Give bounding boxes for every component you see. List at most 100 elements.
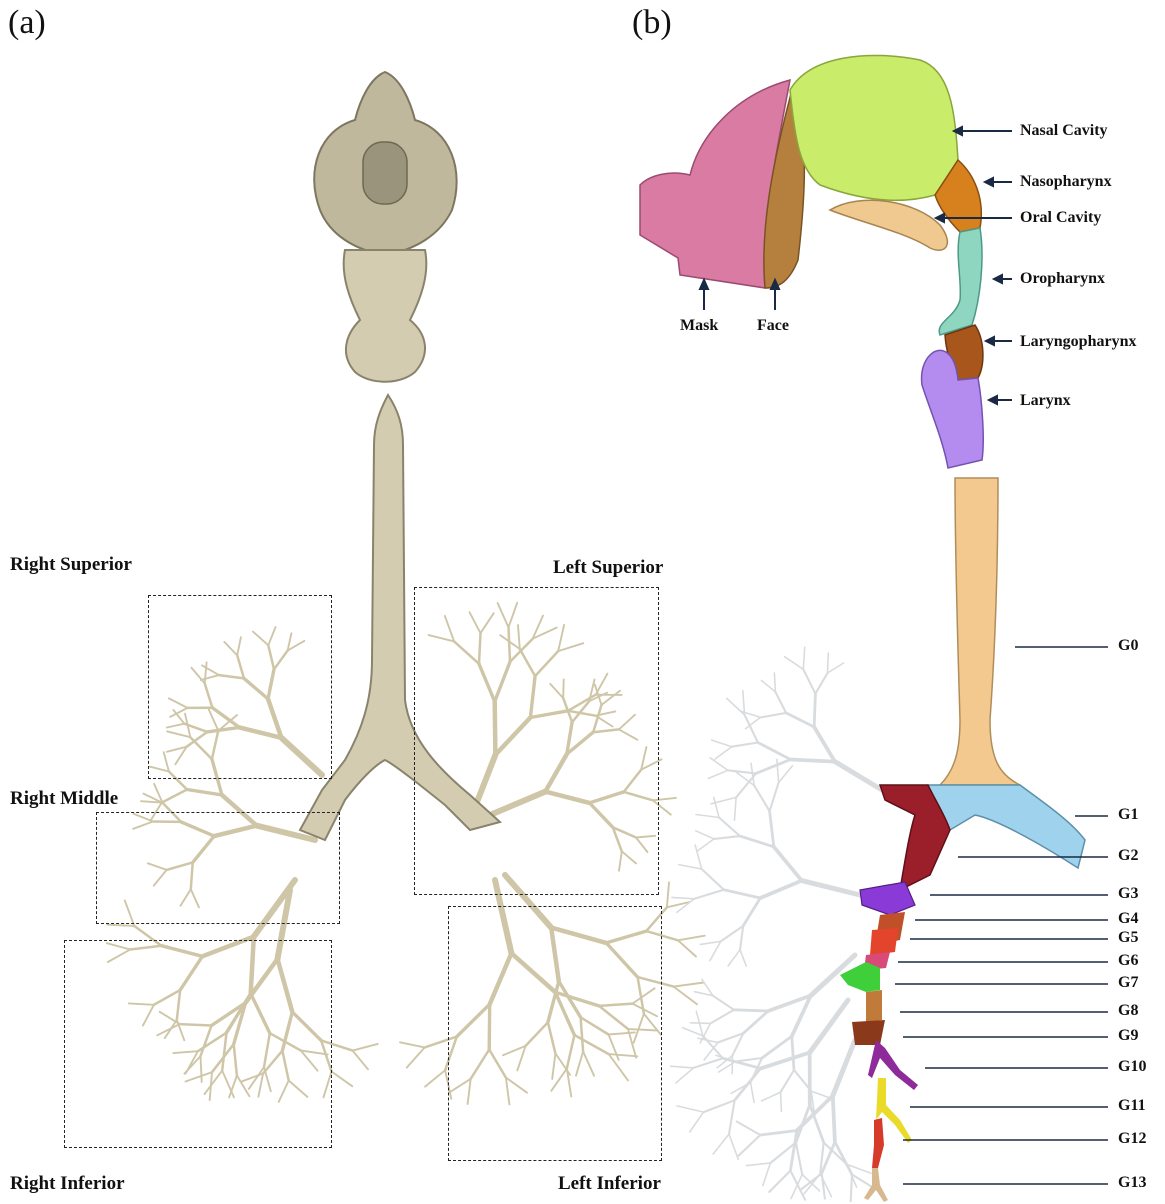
label-oropharynx: Oropharynx bbox=[1020, 270, 1105, 288]
gray-branch bbox=[751, 763, 754, 785]
gray-branch bbox=[774, 847, 802, 881]
label-nasal-cavity: Nasal Cavity bbox=[1020, 122, 1108, 140]
label-g9: G9 bbox=[1118, 1027, 1138, 1045]
label-right-inferior: Right Inferior bbox=[10, 1173, 125, 1195]
gray-branch bbox=[713, 996, 734, 1010]
gray-branch bbox=[751, 1083, 755, 1103]
g10-region bbox=[868, 1040, 918, 1090]
gray-branch bbox=[704, 1100, 735, 1112]
label-larynx: Larynx bbox=[1020, 392, 1071, 410]
bronchial-branch bbox=[162, 790, 187, 803]
bronchial-branch bbox=[107, 925, 134, 926]
right-superior-box bbox=[148, 595, 332, 779]
bronchial-branch bbox=[667, 882, 669, 907]
bronchial-branch bbox=[400, 1042, 425, 1047]
bronchial-branch bbox=[678, 940, 696, 956]
label-g1: G1 bbox=[1118, 806, 1138, 824]
gray-branch bbox=[713, 1134, 729, 1154]
gray-branch bbox=[774, 673, 775, 692]
gray-branch bbox=[734, 1010, 768, 1011]
g0-region bbox=[940, 478, 1020, 785]
gray-branch bbox=[822, 1173, 825, 1198]
g12-region bbox=[872, 1118, 884, 1168]
gray-branch bbox=[828, 663, 844, 673]
gray-branch bbox=[833, 1096, 835, 1142]
gray-branch bbox=[740, 926, 743, 950]
gray-branch bbox=[760, 881, 801, 898]
gray-branch bbox=[740, 950, 746, 966]
label-mask: Mask bbox=[680, 317, 718, 335]
label-g3: G3 bbox=[1118, 885, 1138, 903]
mask-inlet bbox=[363, 142, 407, 204]
gray-branch bbox=[792, 1036, 794, 1070]
oral-cavity-region bbox=[830, 200, 947, 250]
gray-branch bbox=[732, 743, 758, 747]
gray-branch bbox=[679, 865, 702, 869]
gray-branch bbox=[803, 647, 804, 669]
bronchial-branch bbox=[674, 987, 697, 1005]
gray-branch bbox=[729, 1100, 735, 1134]
g1-region bbox=[928, 785, 1085, 868]
label-nasopharynx: Nasopharynx bbox=[1020, 173, 1112, 191]
label-g13: G13 bbox=[1118, 1174, 1146, 1192]
label-g4: G4 bbox=[1118, 910, 1138, 928]
g9-region bbox=[852, 1020, 885, 1045]
gray-branch bbox=[791, 760, 835, 762]
gray-branch bbox=[683, 1028, 703, 1036]
gray-branch bbox=[729, 1134, 738, 1159]
gray-branch bbox=[746, 1163, 770, 1166]
gray-branch bbox=[833, 1040, 855, 1096]
gray-branch bbox=[703, 1036, 723, 1059]
gray-branch bbox=[690, 1112, 704, 1132]
gray-branch bbox=[763, 1163, 771, 1186]
gray-branch bbox=[702, 869, 724, 890]
gray-branch bbox=[762, 1036, 792, 1058]
gray-branch bbox=[677, 1106, 704, 1112]
gray-branch bbox=[814, 694, 815, 727]
label-g6: G6 bbox=[1118, 952, 1138, 970]
label-g10: G10 bbox=[1118, 1058, 1146, 1076]
gray-branch bbox=[802, 1173, 822, 1189]
gray-branch bbox=[851, 1175, 852, 1202]
gray-branch bbox=[735, 1068, 761, 1100]
gray-branch bbox=[711, 1010, 734, 1024]
right-inferior-box bbox=[64, 940, 332, 1148]
label-right-middle: Right Middle bbox=[10, 788, 118, 810]
gray-branch bbox=[710, 941, 721, 960]
gray-branch bbox=[779, 766, 793, 783]
gray-branch bbox=[728, 950, 740, 966]
gray-branch bbox=[691, 1023, 711, 1024]
gray-branch bbox=[671, 1066, 694, 1068]
g3-region bbox=[860, 882, 915, 915]
upper-airway-shape bbox=[344, 250, 427, 382]
label-g8: G8 bbox=[1118, 1002, 1138, 1020]
label-g0: G0 bbox=[1118, 637, 1138, 655]
bronchial-branch bbox=[678, 936, 705, 941]
gray-branch bbox=[835, 1142, 852, 1175]
gray-branch bbox=[781, 1092, 782, 1111]
gray-branch bbox=[786, 713, 814, 727]
gray-branch bbox=[802, 881, 860, 895]
label-left-superior: Left Superior bbox=[553, 557, 663, 579]
gray-branch bbox=[811, 1091, 830, 1098]
gray-branch bbox=[790, 1131, 796, 1171]
gray-branch bbox=[777, 759, 779, 782]
g8-region bbox=[866, 990, 882, 1022]
label-g5: G5 bbox=[1118, 929, 1138, 947]
label-left-inferior: Left Inferior bbox=[558, 1173, 661, 1195]
left-superior-box bbox=[414, 587, 659, 895]
gray-branch bbox=[754, 786, 769, 812]
gray-branch bbox=[739, 1135, 761, 1156]
gray-branch bbox=[735, 797, 737, 820]
gray-branch bbox=[758, 743, 791, 760]
gray-branch bbox=[781, 1070, 794, 1092]
gray-branch bbox=[815, 673, 827, 694]
gray-branch bbox=[740, 836, 774, 847]
gray-branch bbox=[791, 1175, 802, 1199]
gray-branch bbox=[810, 1000, 848, 1053]
gray-branch bbox=[714, 836, 740, 839]
label-g11: G11 bbox=[1118, 1097, 1146, 1115]
gray-branch bbox=[770, 783, 779, 812]
gray-branch bbox=[672, 897, 695, 898]
gray-branch bbox=[708, 770, 728, 778]
